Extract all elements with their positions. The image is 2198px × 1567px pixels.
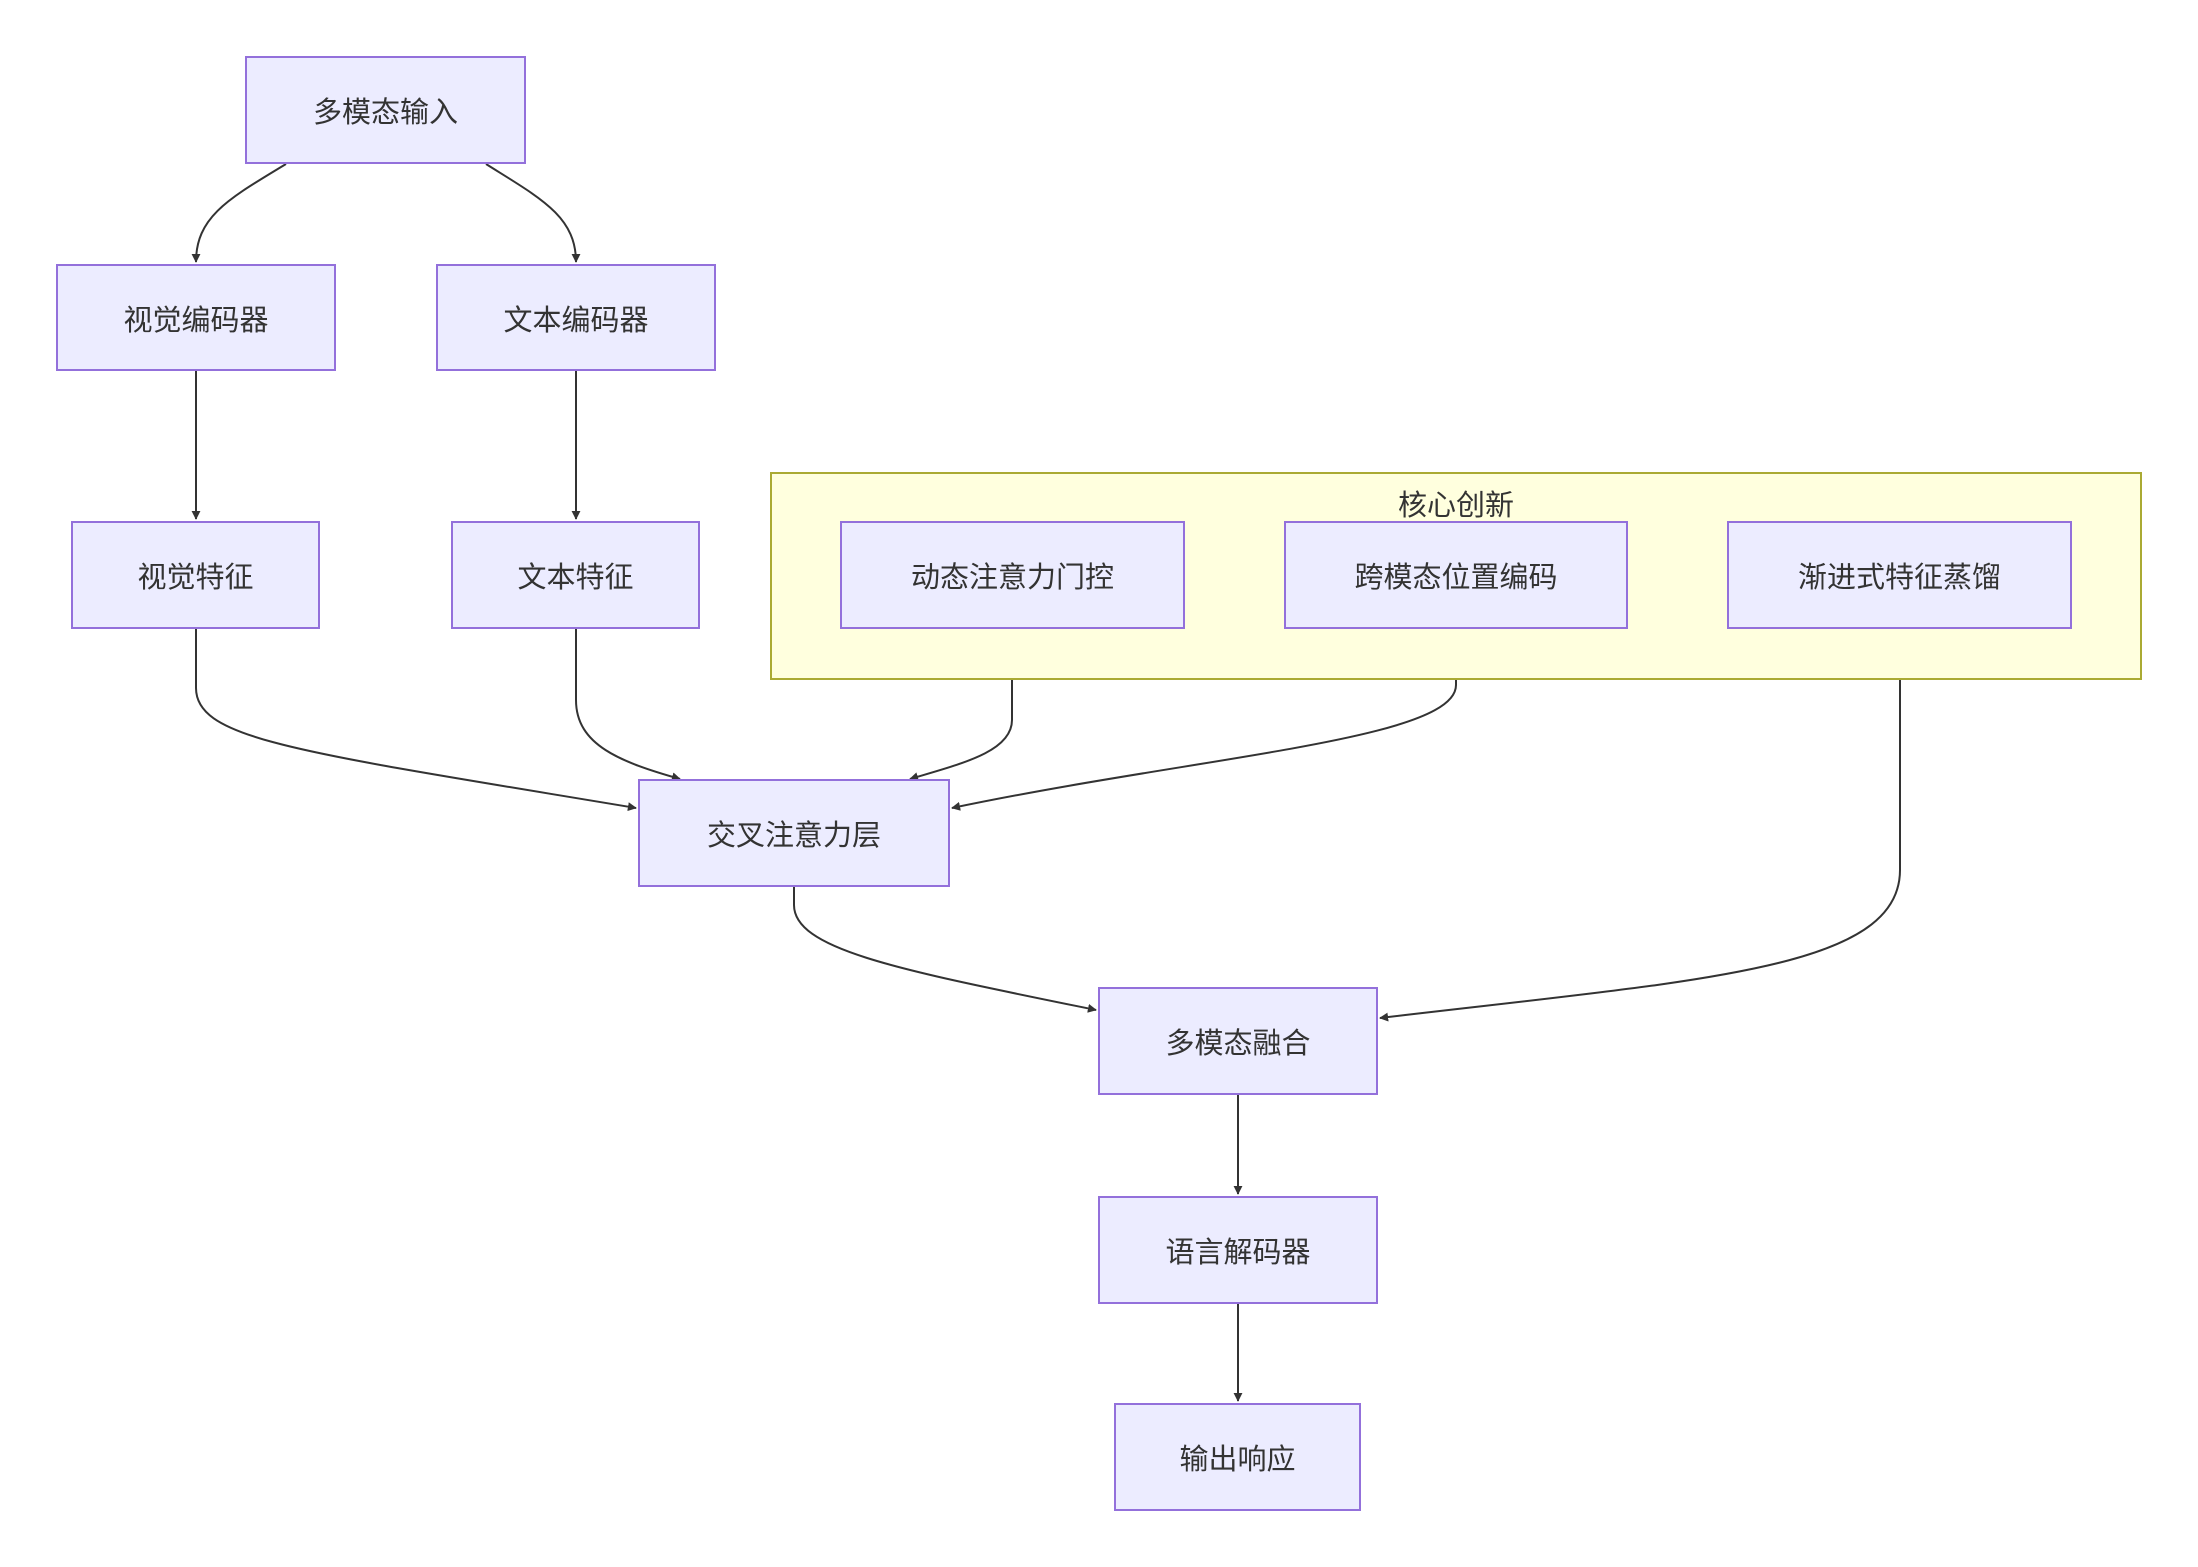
edge-input-to-venc — [191, 163, 287, 263]
node-output-response[interactable]: 输出响应 — [1114, 1403, 1361, 1511]
node-label: 渐进式特征蒸馏 — [1797, 560, 2001, 594]
node-cross-attention-layer[interactable]: 交叉注意力层 — [638, 779, 950, 887]
edge-input-to-tenc — [485, 163, 581, 263]
node-language-decoder[interactable]: 语言解码器 — [1098, 1196, 1378, 1304]
node-progressive-feature-distillation[interactable]: 渐进式特征蒸馏 — [1727, 521, 2072, 629]
node-visual-encoder[interactable]: 视觉编码器 — [56, 264, 336, 371]
node-cross-modal-position-encoding[interactable]: 跨模态位置编码 — [1284, 521, 1628, 629]
edge-pos-to-xattn — [951, 629, 1457, 811]
node-multimodal-fusion[interactable]: 多模态融合 — [1098, 987, 1378, 1095]
node-label: 文本编码器 — [503, 302, 649, 337]
node-label: 多模态融合 — [1165, 1026, 1311, 1060]
node-label: 多模态输入 — [312, 95, 458, 129]
node-label: 文本特征 — [517, 560, 634, 594]
node-label: 跨模态位置编码 — [1354, 560, 1558, 594]
node-visual-features[interactable]: 视觉特征 — [71, 521, 320, 629]
subgraph-title: 核心创新 — [1397, 488, 1514, 522]
edge-xattn-to-fusion — [793, 887, 1097, 1013]
node-label: 交叉注意力层 — [706, 818, 881, 852]
edge-gate-to-xattn — [909, 629, 1013, 781]
node-label: 动态注意力门控 — [910, 560, 1114, 594]
node-multimodal-input[interactable]: 多模态输入 — [245, 56, 526, 164]
node-label: 输出响应 — [1179, 1442, 1296, 1476]
edge-distill-to-fusion — [1379, 629, 1901, 1022]
edge-tfeat-to-xattn — [575, 629, 681, 782]
node-dynamic-attention-gating[interactable]: 动态注意力门控 — [840, 521, 1185, 629]
node-text-features[interactable]: 文本特征 — [451, 521, 700, 629]
edge-vfeat-to-xattn — [195, 629, 637, 812]
node-label: 语言解码器 — [1165, 1235, 1311, 1269]
node-label: 视觉编码器 — [123, 302, 269, 337]
node-label: 视觉特征 — [137, 560, 254, 594]
node-text-encoder[interactable]: 文本编码器 — [436, 264, 716, 371]
